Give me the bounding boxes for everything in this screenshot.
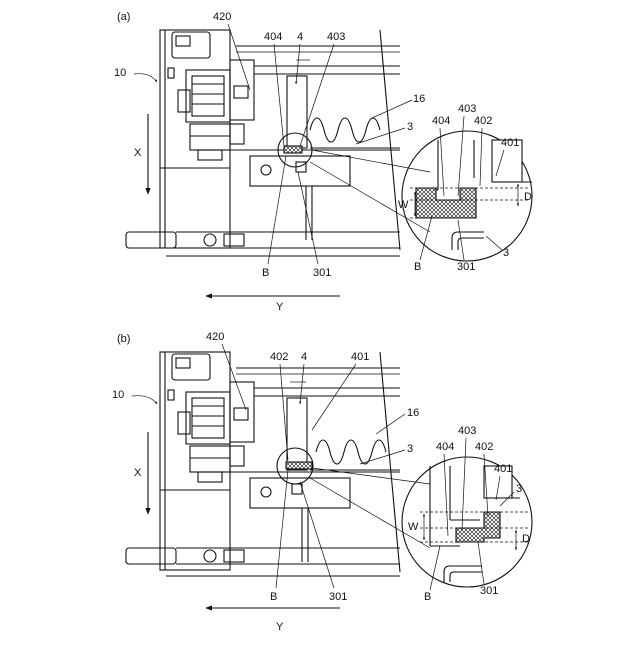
label-16: 16 [407,407,419,419]
panel-label: (b) [117,333,130,345]
detail-label-W: W [398,199,409,211]
spring [316,440,386,464]
detail-view [402,457,532,587]
label-401: 401 [351,351,369,363]
panel-label: (a) [117,11,130,23]
detail-label-402: 402 [475,441,493,453]
label-B: B [262,267,269,279]
label-403: 403 [327,31,345,43]
detail-label-D: D [522,533,530,545]
detail-label-W: W [408,521,419,533]
label-B: B [270,591,277,603]
detail-label-403: 403 [458,425,476,437]
detail-label-401: 401 [501,137,519,149]
detail-label-B: B [424,591,431,603]
label-4: 4 [297,31,303,43]
device-label: 10 [112,389,124,401]
panel-a: (a) [114,11,532,313]
device-base [126,232,400,256]
axis-x-label: X [134,147,142,159]
detail-label-403: 403 [458,103,476,115]
label-404: 404 [264,31,282,43]
detail-label-404: 404 [436,441,454,453]
detail-view [402,131,532,261]
axis-y-label: Y [276,621,284,633]
device-label: 10 [114,67,126,79]
label-3: 3 [407,121,413,133]
detail-label-3: 3 [503,247,509,259]
detail-label-B: B [414,261,421,273]
label-3: 3 [407,443,413,455]
axis-x-label: X [134,467,142,479]
device-base [126,548,400,576]
label-402: 402 [270,351,288,363]
detail-label-301: 301 [457,261,475,273]
label-301: 301 [313,267,331,279]
detail-label-402: 402 [474,115,492,127]
axis-y-label: Y [276,301,284,313]
device-body [160,352,400,572]
detail-label-401: 401 [494,463,512,475]
slider-plate [250,156,350,240]
device-body [160,30,400,250]
detail-label-404: 404 [432,115,450,127]
label-301: 301 [329,591,347,603]
label-420: 420 [206,331,224,343]
slider-plate [250,478,350,562]
label-4: 4 [301,351,307,363]
spring [310,118,380,142]
panel-b: (b) [112,331,532,633]
label-16: 16 [413,93,425,105]
detail-label-D: D [524,191,532,203]
detail-label-301: 301 [480,585,498,597]
label-420: 420 [213,11,231,23]
detail-label-3: 3 [516,483,522,495]
